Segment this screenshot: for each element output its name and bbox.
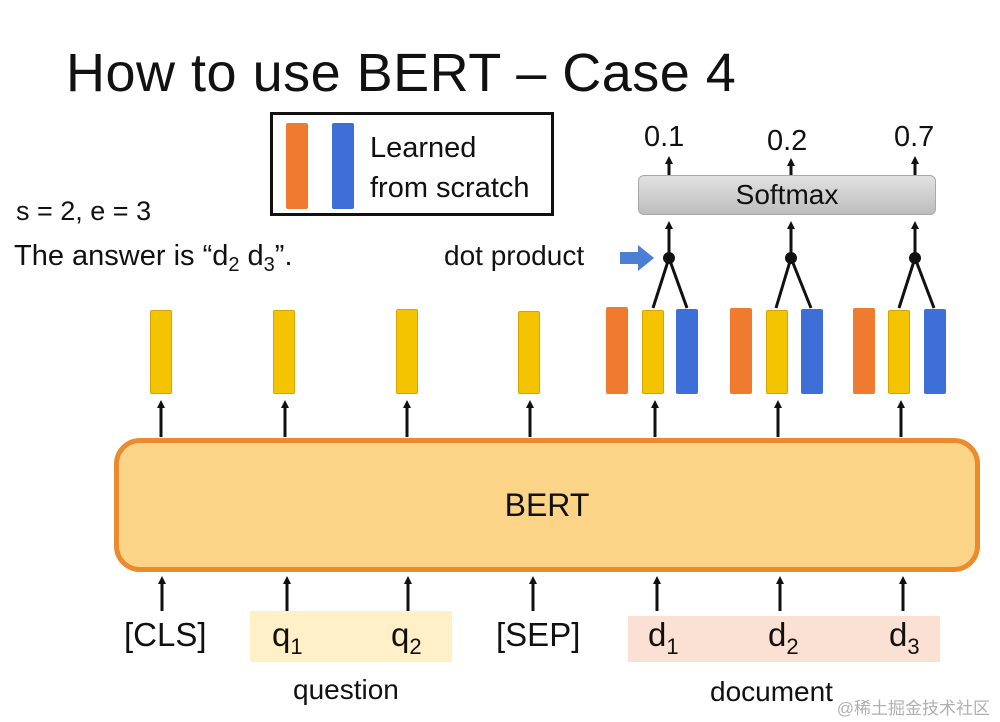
start-vector-d3 — [853, 308, 875, 394]
legend-label: Learned from scratch — [370, 128, 530, 208]
output-vector-d2 — [766, 310, 788, 394]
watermark: @稀土掘金技术社区 — [836, 699, 990, 718]
end-vector-d2 — [801, 309, 823, 394]
token-cls: [CLS] — [124, 616, 207, 653]
legend-blue-swatch — [332, 123, 354, 209]
output-vector-cls — [150, 310, 172, 394]
output-vector-d1 — [642, 310, 664, 394]
page-title: How to use BERT – Case 4 — [66, 43, 737, 103]
start-vector-d1 — [606, 307, 628, 394]
token-sep: [SEP] — [496, 616, 581, 653]
output-vector-q2 — [396, 309, 418, 394]
legend-box — [270, 112, 554, 216]
output-vector-sep — [518, 311, 540, 394]
output-vector-d3 — [888, 310, 910, 394]
bert-label: BERT — [504, 486, 590, 523]
probability-d1: 0.1 — [644, 121, 685, 153]
question-label: question — [293, 674, 399, 705]
token-d3: d3 — [889, 616, 920, 659]
start-end-text: s = 2, e = 3 — [16, 196, 152, 226]
answer-text: The answer is “d2 d3”. — [14, 240, 293, 276]
probability-d3: 0.7 — [894, 121, 935, 153]
dot-lines-d3 — [897, 253, 936, 309]
token-d1: d1 — [648, 616, 679, 659]
question-highlight — [250, 611, 452, 662]
token-d2: d2 — [768, 616, 799, 659]
dot-node-d2 — [785, 252, 797, 264]
document-label: document — [710, 676, 833, 707]
dot-node-d1 — [663, 252, 675, 264]
legend-line-2: from scratch — [370, 172, 530, 204]
dot-lines-d2 — [774, 253, 813, 309]
end-vector-d1 — [676, 309, 698, 394]
softmax-box: Softmax — [638, 175, 936, 215]
bert-box: BERT — [114, 438, 980, 572]
start-vector-d2 — [730, 308, 752, 394]
end-vector-d3 — [924, 309, 946, 394]
dot-product-pointer-arrow — [620, 245, 654, 271]
probability-d2: 0.2 — [767, 125, 808, 157]
dot-product-label: dot product — [444, 240, 585, 271]
softmax-label: Softmax — [735, 179, 839, 210]
output-vector-q1 — [273, 310, 295, 394]
legend-orange-swatch — [286, 123, 308, 209]
legend-line-1: Learned — [370, 132, 477, 164]
dot-lines-d1 — [651, 253, 689, 309]
token-q2: q2 — [391, 616, 422, 659]
document-highlight — [628, 616, 940, 662]
dot-node-d3 — [909, 252, 921, 264]
token-q1: q1 — [272, 616, 303, 659]
